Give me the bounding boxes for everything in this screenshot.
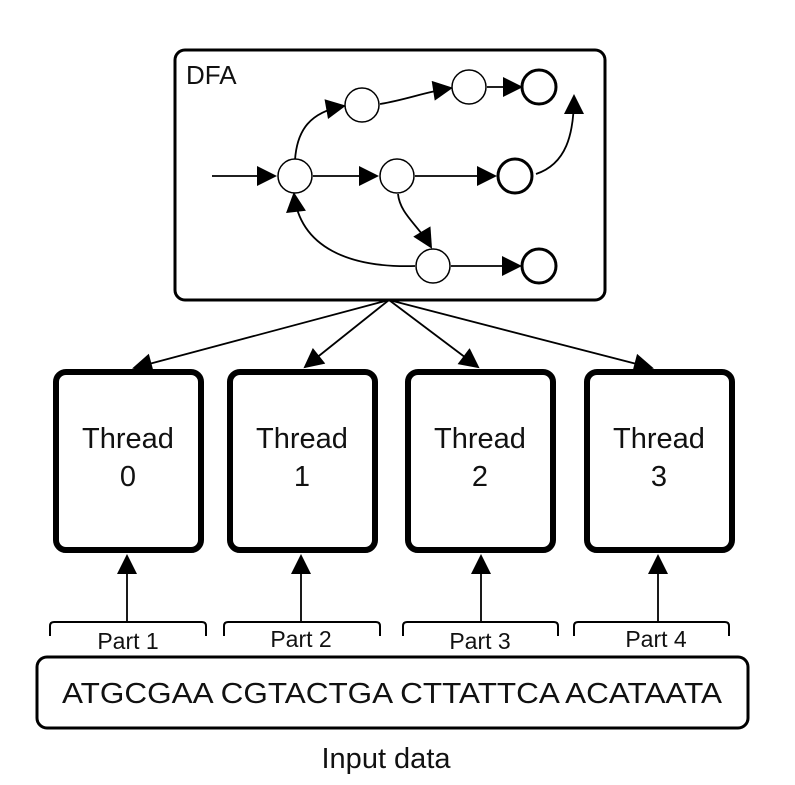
dfa-transitions (212, 77, 584, 276)
dfa-states (277, 68, 558, 285)
arrow-dfa-thread-3 (388, 299, 654, 374)
thread-2: Thread 2 (405, 369, 556, 553)
thread-3-title: Thread (613, 423, 705, 455)
dfa-edge-a-b (294, 99, 346, 161)
thread-3-index: 3 (651, 461, 667, 493)
part-1-bracket (49, 621, 207, 636)
dfa-edge-f-d (535, 94, 584, 175)
part-4-label: Part 4 (625, 626, 687, 652)
part-4-bracket (573, 621, 730, 636)
dfa-state (379, 158, 415, 194)
thread-2-title: Thread (434, 423, 526, 455)
arrow-dfa-thread-1 (303, 299, 390, 369)
arrow-dfa-thread-0 (132, 299, 390, 374)
dfa-edge-b-c (379, 80, 453, 105)
part-brackets (49, 621, 730, 636)
dfa-state (344, 87, 380, 123)
part-3-label: Part 3 (449, 628, 510, 654)
part-2-bracket (223, 621, 381, 636)
input-sequence: ATGCGAA CGTACTGA CTTATTCA ACATAATA (62, 678, 723, 710)
dfa-to-thread-arrows (132, 299, 654, 374)
thread-0: Thread 0 (53, 369, 204, 553)
thread-0-title: Thread (82, 423, 174, 455)
part-1-label: Part 1 (97, 628, 158, 654)
dfa-state (277, 158, 313, 194)
part-2-label: Part 2 (270, 626, 331, 652)
thread-1-index: 1 (294, 461, 310, 493)
dfa-box: DFA (173, 48, 607, 302)
input-caption: Input data (322, 743, 452, 775)
part-to-thread-arrows (117, 554, 668, 622)
dfa-state (415, 248, 451, 284)
input-box: ATGCGAA CGTACTGA CTTATTCA ACATAATA (35, 655, 750, 730)
arrow-dfa-thread-2 (388, 299, 480, 369)
thread-1-title: Thread (256, 423, 348, 455)
dfa-accepting-state (496, 157, 534, 195)
thread-3: Thread 3 (584, 369, 735, 553)
dfa-accepting-state (520, 68, 558, 106)
dfa-state (451, 69, 487, 105)
dfa-accepting-state (520, 247, 558, 285)
dfa-label: DFA (186, 60, 237, 90)
dfa-edge-g-a (286, 192, 416, 267)
thread-2-index: 2 (472, 461, 488, 493)
part-3-bracket (402, 621, 559, 636)
thread-0-index: 0 (120, 461, 136, 493)
thread-1: Thread 1 (227, 369, 378, 553)
dfa-edge-e-g (397, 193, 433, 249)
